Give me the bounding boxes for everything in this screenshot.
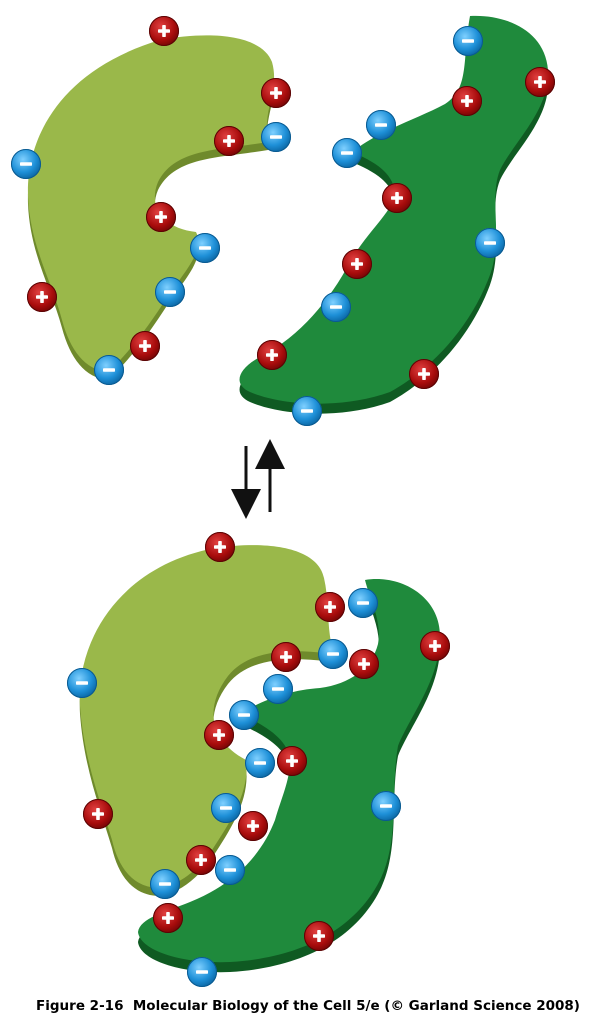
positive-charge-icon xyxy=(153,903,183,933)
figure-caption: Figure 2-16 Molecular Biology of the Cel… xyxy=(0,998,616,1014)
negative-charge-icon xyxy=(348,588,378,618)
positive-charge-icon xyxy=(257,340,287,370)
positive-charge-icon xyxy=(205,532,235,562)
negative-charge-icon xyxy=(67,668,97,698)
bound-state xyxy=(79,545,440,973)
positive-charge-icon xyxy=(277,746,307,776)
negative-charge-icon xyxy=(155,277,185,307)
negative-charge-icon xyxy=(150,869,180,899)
negative-charge-icon xyxy=(190,233,220,263)
positive-charge-icon xyxy=(304,921,334,951)
charge-layer xyxy=(11,16,555,987)
positive-charge-icon xyxy=(238,811,268,841)
negative-charge-icon xyxy=(366,110,396,140)
negative-charge-icon xyxy=(371,791,401,821)
caption-text: Molecular Biology of the Cell 5/e (© Gar… xyxy=(132,998,580,1014)
positive-charge-icon xyxy=(271,642,301,672)
light-protein-bottom xyxy=(79,545,334,896)
positive-charge-icon xyxy=(525,67,555,97)
positive-charge-icon xyxy=(204,720,234,750)
protein-binding-diagram xyxy=(11,15,555,987)
positive-charge-icon xyxy=(420,631,450,661)
figure-label: Figure 2-16 xyxy=(36,998,124,1014)
negative-charge-icon xyxy=(245,748,275,778)
negative-charge-icon xyxy=(187,957,217,987)
negative-charge-icon xyxy=(11,149,41,179)
positive-charge-icon xyxy=(409,359,439,389)
negative-charge-icon xyxy=(453,26,483,56)
positive-charge-icon xyxy=(27,282,57,312)
positive-charge-icon xyxy=(452,86,482,116)
negative-charge-icon xyxy=(215,855,245,885)
separated-state xyxy=(27,15,549,414)
positive-charge-icon xyxy=(382,183,412,213)
positive-charge-icon xyxy=(130,331,160,361)
negative-charge-icon xyxy=(321,292,351,322)
positive-charge-icon xyxy=(342,249,372,279)
positive-charge-icon xyxy=(149,16,179,46)
negative-charge-icon xyxy=(318,639,348,669)
negative-charge-icon xyxy=(263,674,293,704)
negative-charge-icon xyxy=(292,396,322,426)
positive-charge-icon xyxy=(315,592,345,622)
negative-charge-icon xyxy=(261,122,291,152)
negative-charge-icon xyxy=(229,700,259,730)
positive-charge-icon xyxy=(261,78,291,108)
positive-charge-icon xyxy=(186,845,216,875)
negative-charge-icon xyxy=(94,355,124,385)
negative-charge-icon xyxy=(475,228,505,258)
positive-charge-icon xyxy=(349,649,379,679)
positive-charge-icon xyxy=(146,202,176,232)
positive-charge-icon xyxy=(83,799,113,829)
negative-charge-icon xyxy=(332,138,362,168)
negative-charge-icon xyxy=(211,793,241,823)
positive-charge-icon xyxy=(214,126,244,156)
equilibrium-arrows xyxy=(231,439,285,519)
